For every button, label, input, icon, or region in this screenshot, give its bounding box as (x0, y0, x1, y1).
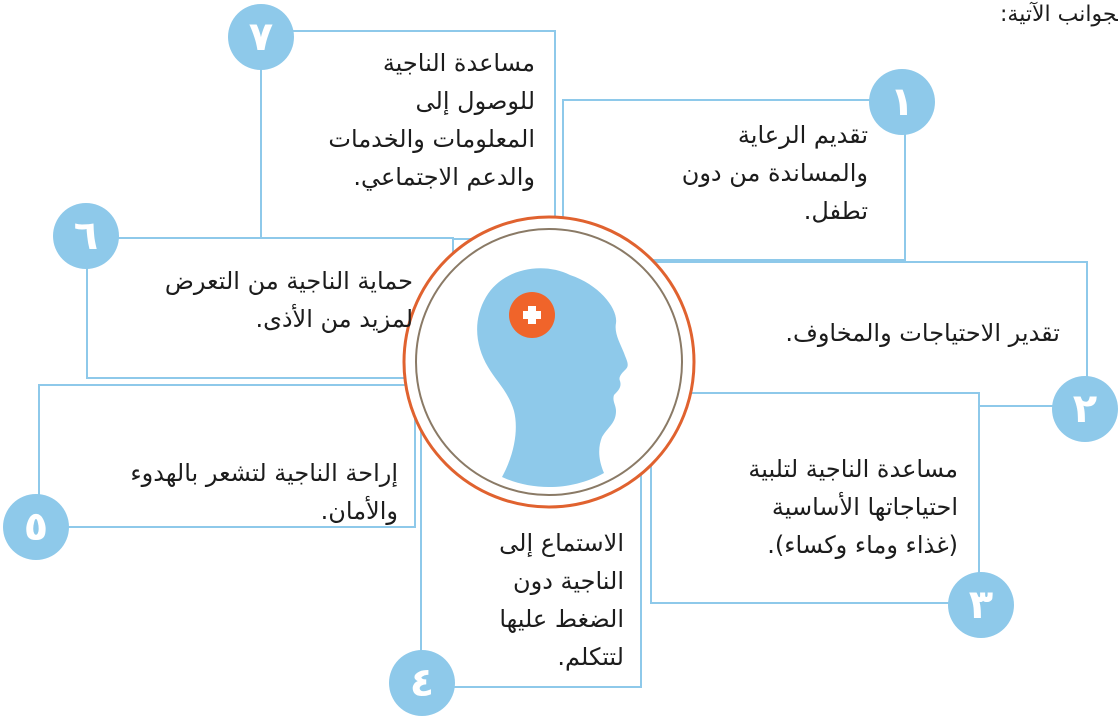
item-text-3: مساعدة الناجية لتلبية احتياجاتها الأساسي… (748, 455, 958, 559)
number-badge-3: ٣ (948, 572, 1014, 638)
item-box-6 (86, 237, 454, 379)
item-box-5 (38, 384, 416, 528)
plus-icon (509, 292, 555, 338)
item-text-5: إراحة الناجية لتشعر بالهدوء والأمان. (130, 459, 398, 525)
item-box-3 (650, 392, 980, 604)
number-badge-4: ٤ (389, 650, 455, 716)
intro-text-fragment: ي الجوانب الآتية: (1000, 2, 1118, 27)
item-text-1: تقديم الرعاية والمساندة من دون تطفل. (681, 121, 868, 225)
item-text-6: حماية الناجية من التعرض لمزيد من الأذى. (164, 267, 413, 333)
number-badge-6: ٦ (53, 203, 119, 269)
item-box-2 (640, 261, 1088, 407)
item-box-7 (260, 30, 556, 240)
number-badge-2: ٢ (1052, 376, 1118, 442)
item-text-2: تقدير الاحتياجات والمخاوف. (785, 319, 1060, 347)
number-badge-1: ١ (869, 69, 935, 135)
center-emblem (402, 215, 696, 509)
item-text-7: مساعدة الناجية للوصول إلى المعلومات والخ… (328, 49, 535, 191)
item-text-4: الاستماع إلى الناجية دون الضغط عليها لتت… (499, 529, 624, 671)
number-badge-7: ٧ (228, 4, 294, 70)
number-badge-5: ٥ (3, 494, 69, 560)
